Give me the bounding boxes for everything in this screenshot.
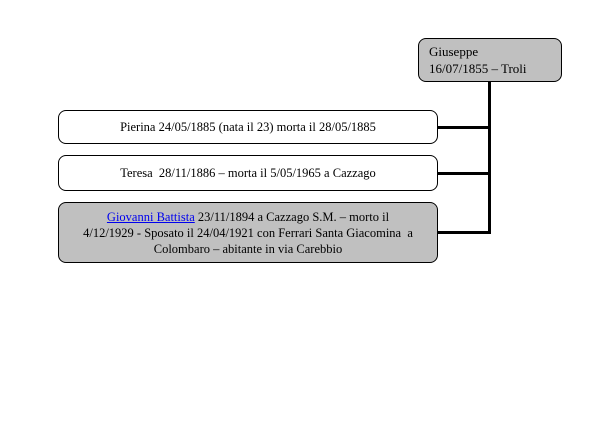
child-box-teresa: Teresa 28/11/1886 – morta il 5/05/1965 a… [58,155,438,191]
child-text-line-1: Giovanni Battista 23/11/1894 a Cazzago S… [67,209,429,225]
branch-connector-1 [438,126,490,129]
giovanni-battista-link[interactable]: Giovanni Battista [106,209,195,224]
child-text-line-3: Colombaro – abitante in via Carebbio [153,241,343,256]
branch-connector-3 [438,231,490,234]
child-text-pierina: Pierina 24/05/1885 (nata il 23) morta il… [120,120,376,134]
child-text-line-2: 4/12/1929 - Sposato il 24/04/1921 con Fe… [83,225,413,240]
root-person-name: Giuseppe [429,44,479,59]
child-box-giovanni-battista: Giovanni Battista 23/11/1894 a Cazzago S… [58,202,438,263]
child-text-line-1-rest: 23/11/1894 a Cazzago S.M. – morto il [194,209,390,224]
root-person-box: Giuseppe 16/07/1855 – Troli [418,38,562,82]
child-box-pierina: Pierina 24/05/1885 (nata il 23) morta il… [58,110,438,144]
branch-connector-2 [438,172,490,175]
child-text-teresa: Teresa 28/11/1886 – morta il 5/05/1965 a… [120,166,376,180]
root-person-details: 16/07/1855 – Troli [429,61,527,76]
trunk-connector [488,82,491,234]
